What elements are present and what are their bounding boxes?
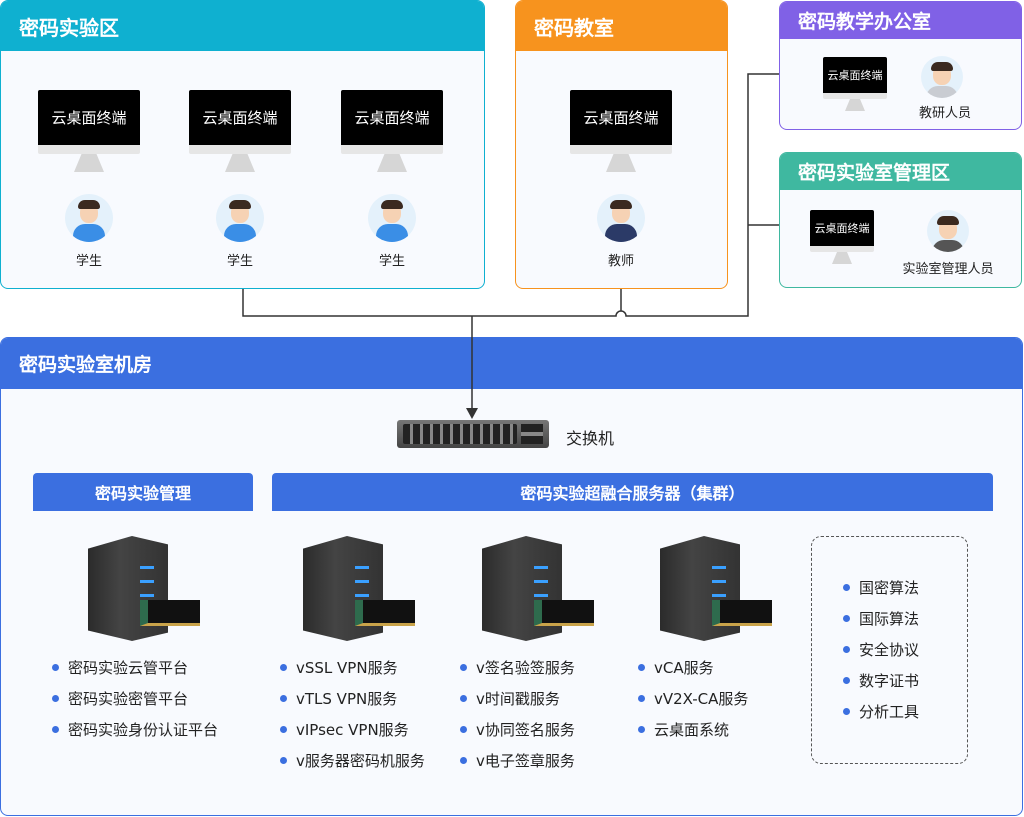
server-icon [78,536,203,641]
list-item: v电子签章服务 [460,745,575,776]
cloud-desktop-terminal: 云桌面终端 [38,90,140,172]
tools-box [811,536,968,764]
list-item: vTLS VPN服务 [280,683,425,714]
zone-title: 密码教室 [516,1,727,51]
zone-title: 密码实验区 [1,1,484,51]
list-item: 国密算法 [843,572,919,603]
list-item: v签名验签服务 [460,652,575,683]
mgmt-header: 密码实验管理 [33,473,253,511]
list-item: vV2X-CA服务 [638,683,748,714]
terminal-label: 云桌面终端 [823,57,887,99]
switch-label: 交换机 [566,429,615,448]
terminal-label: 云桌面终端 [570,90,672,154]
monitor-stand-icon [606,154,636,172]
student-avatar-icon [368,194,416,242]
signature-services-list: v签名验签服务 v时间戳服务 v协同签名服务 v电子签章服务 [460,652,575,776]
list-item: 云桌面系统 [638,714,748,745]
cloud-desktop-terminal: 云桌面终端 [823,57,887,111]
list-item: v协同签名服务 [460,714,575,745]
terminal-label: 云桌面终端 [341,90,443,154]
vpn-services-list: vSSL VPN服务 vTLS VPN服务 vIPsec VPN服务 v服务器密… [280,652,425,776]
crypto-card-icon [355,600,415,626]
terminal-label: 云桌面终端 [189,90,291,154]
monitor-stand-icon [832,252,852,264]
cloud-desktop-terminal: 云桌面终端 [570,90,672,172]
cloud-desktop-terminal: 云桌面终端 [341,90,443,172]
crypto-card-icon [140,600,200,626]
user-label: 教研人员 [918,106,972,121]
list-item: 密码实验云管平台 [52,652,218,683]
tools-list: 国密算法 国际算法 安全协议 数字证书 分析工具 [843,572,919,727]
network-switch-icon [397,420,549,448]
terminal-label: 云桌面终端 [38,90,140,154]
user-label: 教师 [607,254,635,269]
list-item: vCA服务 [638,652,748,683]
ca-services-list: vCA服务 vV2X-CA服务 云桌面系统 [638,652,748,745]
monitor-stand-icon [377,154,407,172]
list-item: 密码实验密管平台 [52,683,218,714]
user-label: 学生 [378,254,406,269]
user-label: 实验室管理人员 [902,262,994,277]
mgmt-list: 密码实验云管平台 密码实验密管平台 密码实验身份认证平台 [52,652,218,745]
student-avatar-icon [65,194,113,242]
list-item: 数字证书 [843,665,919,696]
researcher-avatar-icon [921,56,963,98]
server-icon [293,536,418,641]
list-item: 国际算法 [843,603,919,634]
office-zone: 密码教学办公室 [779,1,1022,130]
zone-title: 密码实验室机房 [1,338,1022,389]
list-item: v服务器密码机服务 [280,745,425,776]
list-item: 密码实验身份认证平台 [52,714,218,745]
cloud-desktop-terminal: 云桌面终端 [810,210,874,264]
server-icon [472,536,597,641]
monitor-stand-icon [74,154,104,172]
zone-title: 密码实验室管理区 [780,153,1021,190]
cluster-header: 密码实验超融合服务器（集群） [272,473,993,511]
monitor-stand-icon [845,99,865,111]
list-item: vIPsec VPN服务 [280,714,425,745]
zone-title: 密码教学办公室 [780,2,1021,39]
crypto-card-icon [712,600,772,626]
student-avatar-icon [216,194,264,242]
list-item: 安全协议 [843,634,919,665]
server-icon [650,536,775,641]
terminal-label: 云桌面终端 [810,210,874,252]
user-label: 学生 [75,254,103,269]
user-label: 学生 [226,254,254,269]
teacher-avatar-icon [597,194,645,242]
crypto-card-icon [534,600,594,626]
monitor-stand-icon [225,154,255,172]
list-item: vSSL VPN服务 [280,652,425,683]
cloud-desktop-terminal: 云桌面终端 [189,90,291,172]
list-item: v时间戳服务 [460,683,575,714]
admin-zone: 密码实验室管理区 [779,152,1022,288]
admin-avatar-icon [927,210,969,252]
list-item: 分析工具 [843,696,919,727]
